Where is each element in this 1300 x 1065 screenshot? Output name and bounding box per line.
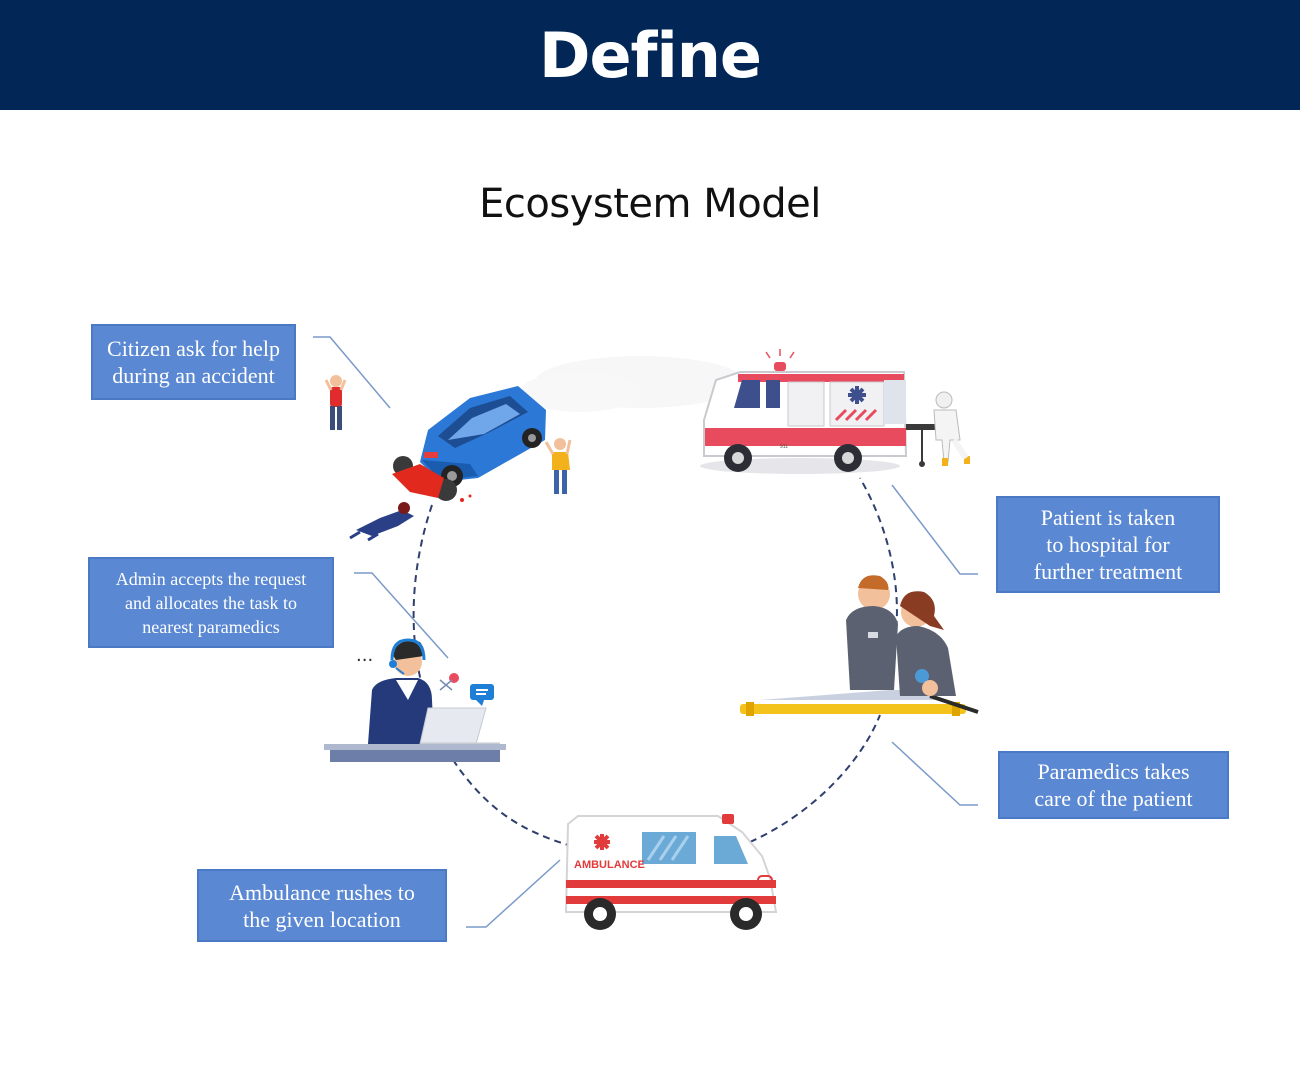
label-ambulance-rush: Ambulance rushes to the given location (197, 869, 447, 942)
connector-lines (313, 336, 978, 928)
red-motorbike (392, 456, 472, 502)
witness-figure (544, 438, 572, 494)
diagram-title: Ecosystem Model (479, 181, 821, 227)
label-hospital-transfer: Patient is taken to hospital for further… (996, 496, 1220, 593)
ambulance-side-text: AMBULANCE (574, 859, 645, 871)
header-bar: Define (0, 0, 1300, 110)
ambulance-icon: AMBULANCE (564, 814, 778, 930)
hospital-ambulance-illustration: 911 (700, 349, 970, 474)
cloud-decoration (520, 356, 745, 412)
svg-text:···: ··· (356, 650, 373, 671)
accident-illustration (324, 375, 572, 542)
ambulance-rear-text: 911 (780, 444, 788, 450)
cycle-path (412, 477, 898, 846)
label-citizen-request: Citizen ask for help during an accident (91, 324, 296, 400)
blue-car (420, 386, 546, 487)
label-paramedics-care: Paramedics takes care of the patient (998, 751, 1229, 819)
dispatcher-illustration: ··· (324, 638, 506, 762)
bystander-figure (324, 375, 347, 430)
page-title: Define (539, 19, 762, 92)
label-admin-allocation: Admin accepts the request and allocates … (88, 557, 334, 648)
injured-rider (349, 502, 414, 542)
paramedics-illustration (740, 575, 979, 716)
